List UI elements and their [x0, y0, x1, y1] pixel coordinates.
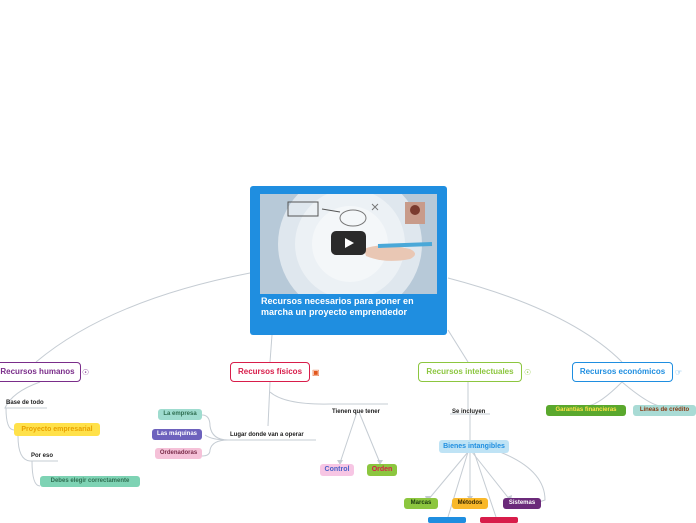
- node-hidden-red[interactable]: [480, 517, 518, 523]
- node-sistemas[interactable]: Sistemas: [503, 498, 541, 509]
- node-bienes-intangibles[interactable]: Bienes intangibles: [439, 440, 509, 453]
- node-lugar-donde-van-a-operar[interactable]: Lugar donde van a operar: [230, 430, 304, 440]
- node-control[interactable]: Control: [320, 464, 354, 476]
- central-topic-title: Recursos necesarios para poner en marcha…: [261, 296, 441, 318]
- node-proyecto-empresarial[interactable]: Proyecto empresarial: [14, 423, 100, 436]
- branch-recursos-intelectuales[interactable]: Recursos intelectuales: [418, 362, 522, 382]
- central-topic[interactable]: Recursos necesarios para poner en marcha…: [250, 186, 447, 335]
- node-las-maquinas[interactable]: Las máquinas: [152, 429, 202, 440]
- node-debes-elegir-correctamente[interactable]: Debes elegir correctamente: [40, 476, 140, 487]
- branch-recursos-fisicos[interactable]: Recursos físicos: [230, 362, 310, 382]
- node-se-incluyen[interactable]: Se incluyen: [452, 407, 485, 417]
- play-icon[interactable]: [331, 231, 366, 255]
- globe-icon: ☉: [82, 368, 89, 377]
- hand-icon: ☞: [675, 368, 682, 377]
- node-base-de-todo[interactable]: Base de todo: [6, 398, 44, 408]
- node-por-eso[interactable]: Por eso: [31, 451, 53, 461]
- node-marcas[interactable]: Marcas: [404, 498, 438, 509]
- branch-recursos-economicos[interactable]: Recursos económicos: [572, 362, 673, 382]
- box-icon: ▣: [312, 368, 320, 377]
- node-metodos[interactable]: Métodos: [452, 498, 488, 509]
- node-tienen-que-tener[interactable]: Tienen que tener: [332, 407, 380, 417]
- branch-recursos-humanos[interactable]: Recursos humanos: [0, 362, 81, 382]
- node-orden[interactable]: Orden: [367, 464, 397, 476]
- node-lineas-de-credito[interactable]: Líneas de crédito: [633, 405, 696, 416]
- video-thumbnail[interactable]: [260, 194, 437, 294]
- globe-icon: ☉: [524, 368, 531, 377]
- node-la-empresa[interactable]: La empresa: [158, 409, 202, 420]
- node-garantias-financieras[interactable]: Garantías financieras: [546, 405, 626, 416]
- node-ordenadoras[interactable]: Ordenadoras: [155, 448, 202, 459]
- node-hidden-blue[interactable]: [428, 517, 466, 523]
